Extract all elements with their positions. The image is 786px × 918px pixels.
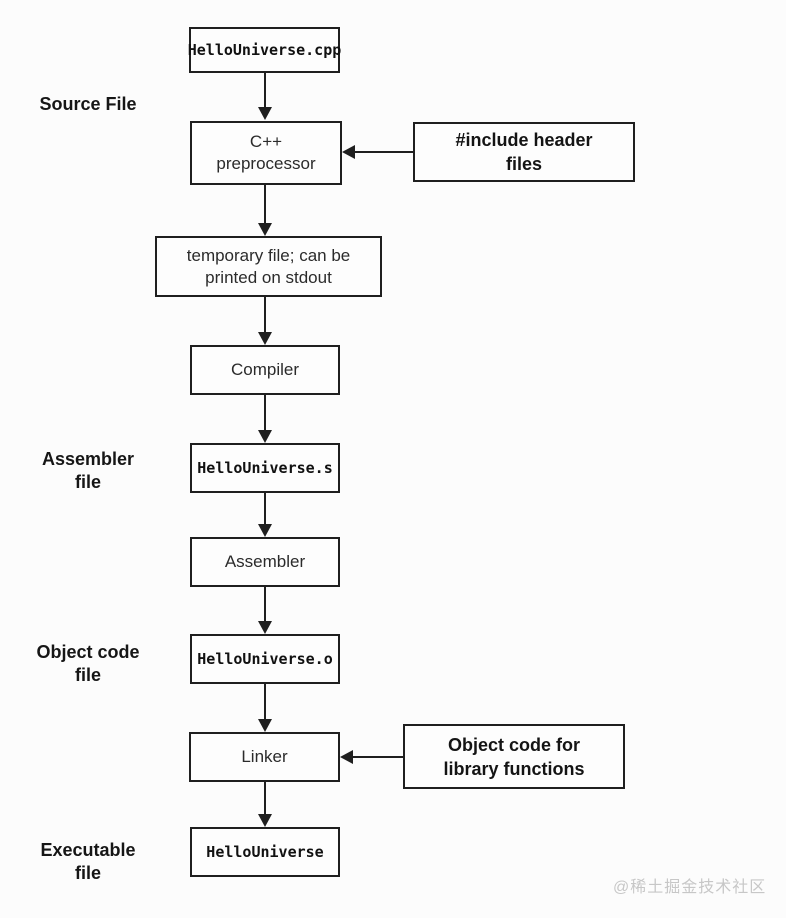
arrow-preprocessor-to-tempfile bbox=[258, 185, 272, 236]
node-hellouniverse-s: HelloUniverse.s bbox=[190, 443, 340, 493]
node-assembler: Assembler bbox=[190, 537, 340, 587]
callout-object-code-library: Object code for library functions bbox=[403, 724, 625, 789]
watermark: @稀土掘金技术社区 bbox=[613, 879, 767, 896]
node-linker-label: Linker bbox=[241, 747, 288, 766]
callout-include-header-files-label: #include header files bbox=[455, 130, 593, 174]
arrow-library-to-linker bbox=[340, 750, 403, 764]
node-assembler-label: Assembler bbox=[224, 552, 306, 571]
node-hellouniverse-cpp: HelloUniverse.cpp bbox=[187, 27, 342, 73]
arrow-linker-to-executable bbox=[258, 782, 272, 827]
label-source-file: Source File bbox=[39, 94, 137, 114]
arrow-assemblerfile-to-assembler bbox=[258, 493, 272, 537]
arrow-cpp-to-preprocessor bbox=[258, 73, 272, 120]
arrow-assembler-to-objectfile bbox=[258, 587, 272, 634]
arrow-objectfile-to-linker bbox=[258, 684, 272, 732]
node-cpp-preprocessor: C++ preprocessor bbox=[190, 121, 342, 185]
callout-object-code-library-label: Object code for library functions bbox=[443, 734, 585, 779]
node-cpp-preprocessor-label: C++ preprocessor bbox=[216, 132, 316, 173]
node-temporary-file-label: temporary file; can be printed on stdout bbox=[186, 245, 351, 287]
callout-include-header-files: #include header files bbox=[413, 122, 635, 182]
node-temporary-file: temporary file; can be printed on stdout bbox=[155, 236, 382, 297]
label-object-code-file: Object code file bbox=[36, 642, 140, 685]
arrow-headers-to-preprocessor bbox=[342, 145, 413, 159]
label-executable-file: Executable file bbox=[40, 840, 136, 883]
arrow-tempfile-to-compiler bbox=[258, 297, 272, 345]
node-compiler-label: Compiler bbox=[230, 360, 300, 379]
node-hellouniverse-s-label: HelloUniverse.s bbox=[197, 459, 333, 477]
node-hellouniverse-o: HelloUniverse.o bbox=[190, 634, 340, 684]
node-linker: Linker bbox=[189, 732, 340, 782]
node-hellouniverse-cpp-label: HelloUniverse.cpp bbox=[187, 41, 342, 59]
label-assembler-file: Assembler file bbox=[41, 449, 135, 492]
node-hellouniverse-exe: HelloUniverse bbox=[190, 827, 340, 877]
node-compiler: Compiler bbox=[190, 345, 340, 395]
node-hellouniverse-exe-label: HelloUniverse bbox=[206, 843, 324, 861]
node-hellouniverse-o-label: HelloUniverse.o bbox=[197, 650, 333, 668]
arrow-compiler-to-assemblerfile bbox=[258, 395, 272, 443]
